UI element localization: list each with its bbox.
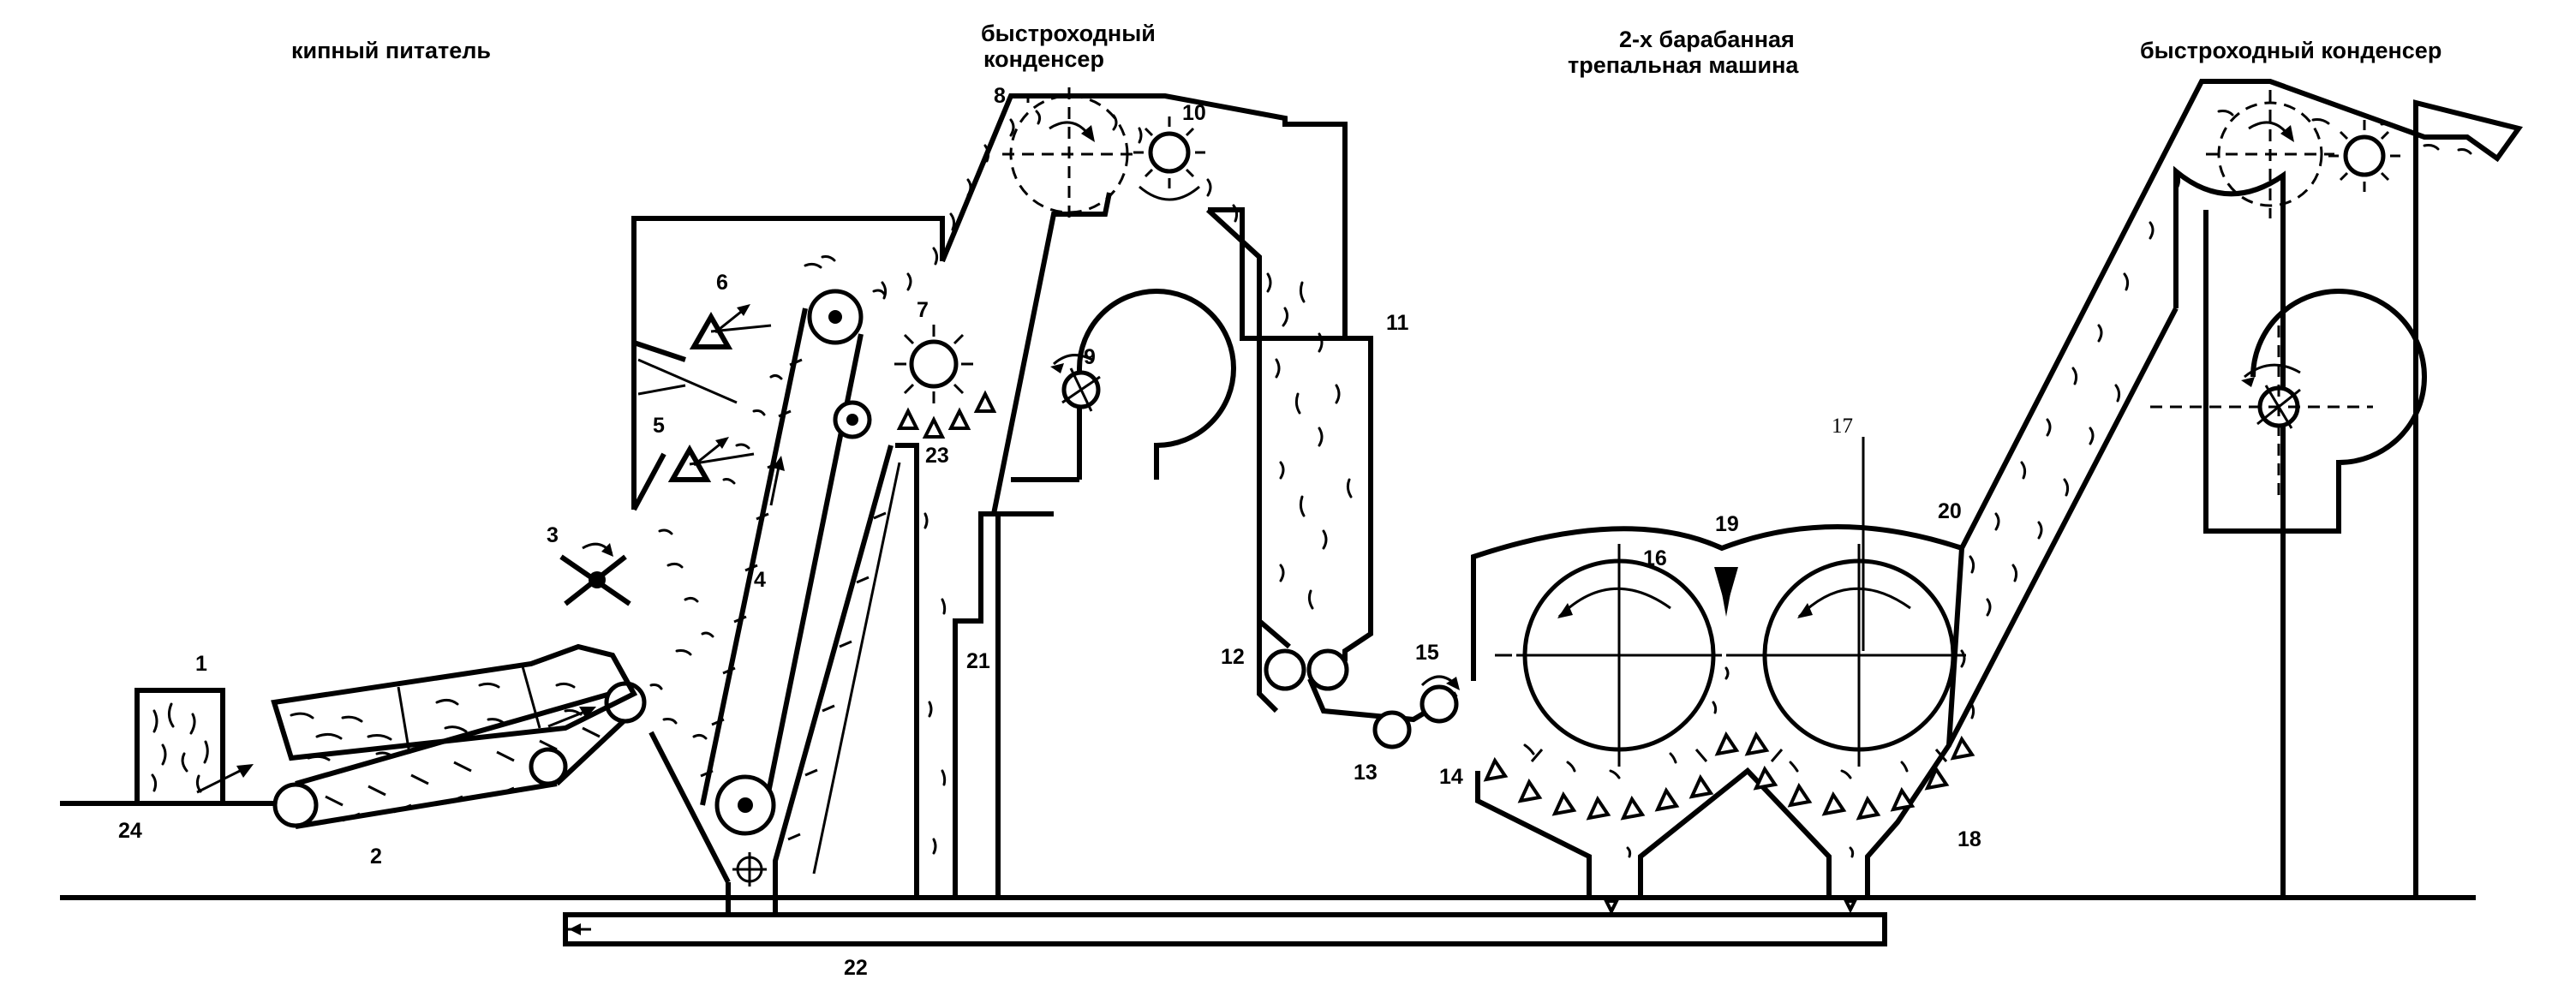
fan-right — [2150, 325, 2373, 497]
beater-7 — [894, 325, 997, 439]
evener-roll-6 — [689, 304, 772, 349]
label-9: 9 — [1084, 345, 1096, 369]
title-scutcher-line2: трепальная машина — [1568, 52, 1799, 78]
label-23: 23 — [925, 444, 949, 468]
cotton-bale-1 — [134, 688, 254, 806]
label-19: 19 — [1715, 512, 1739, 536]
label-2: 2 — [370, 845, 382, 869]
label-8: 8 — [994, 84, 1006, 108]
label-7: 7 — [917, 298, 929, 322]
roll-13 — [1372, 710, 1412, 749]
label-11: 11 — [1386, 311, 1409, 335]
condenser-right-housing — [1946, 79, 2524, 898]
label-13: 13 — [1354, 761, 1378, 785]
label-24: 24 — [118, 819, 142, 843]
title-condenser-left-line2: конденсер — [983, 46, 1104, 72]
waste-duct-22 — [563, 912, 1887, 946]
grid-bars-18 — [1483, 666, 1975, 916]
beater-drum-16 — [1495, 544, 1743, 767]
feed-rolls-12 — [1264, 648, 1349, 691]
spiked-lattice-4 — [648, 255, 901, 916]
scutcher-housing — [1471, 524, 1965, 900]
beater-drum-17 — [1743, 437, 1966, 767]
title-bale-feeder: кипный питатель — [291, 38, 491, 63]
label-20: 20 — [1938, 499, 1962, 523]
title-condenser-right: быстроходный конденсер — [2140, 38, 2442, 63]
bale-feeder-housing — [631, 216, 945, 511]
fan-9 — [1011, 289, 1236, 482]
label-1: 1 — [195, 652, 207, 676]
label-4: 4 — [754, 568, 766, 592]
label-6: 6 — [716, 271, 728, 295]
label-12: 12 — [1221, 645, 1245, 669]
fiber-flow-left — [881, 110, 1239, 855]
label-16: 16 — [1643, 546, 1667, 570]
floor — [60, 801, 2476, 900]
stripper-roll-3 — [559, 542, 631, 606]
label-5: 5 — [653, 414, 665, 438]
label-15: 15 — [1415, 641, 1439, 665]
label-17: 17 — [1832, 415, 1853, 438]
condenser-left-housing — [895, 87, 1348, 900]
roll-15 — [1419, 675, 1460, 724]
evener-roll-5 — [667, 437, 755, 482]
title-scutcher-line1: 2-х барабанная — [1619, 27, 1795, 52]
label-18: 18 — [1957, 827, 1981, 851]
title-condenser-left-line1: быстроходный — [981, 21, 1156, 46]
feed-conveyor-2 — [271, 643, 647, 829]
label-3: 3 — [547, 523, 559, 547]
label-22: 22 — [844, 956, 868, 980]
fiber-flow-right — [1960, 170, 2181, 719]
label-10: 10 — [1182, 101, 1206, 125]
label-21: 21 — [966, 649, 990, 673]
label-14: 14 — [1439, 765, 1463, 789]
